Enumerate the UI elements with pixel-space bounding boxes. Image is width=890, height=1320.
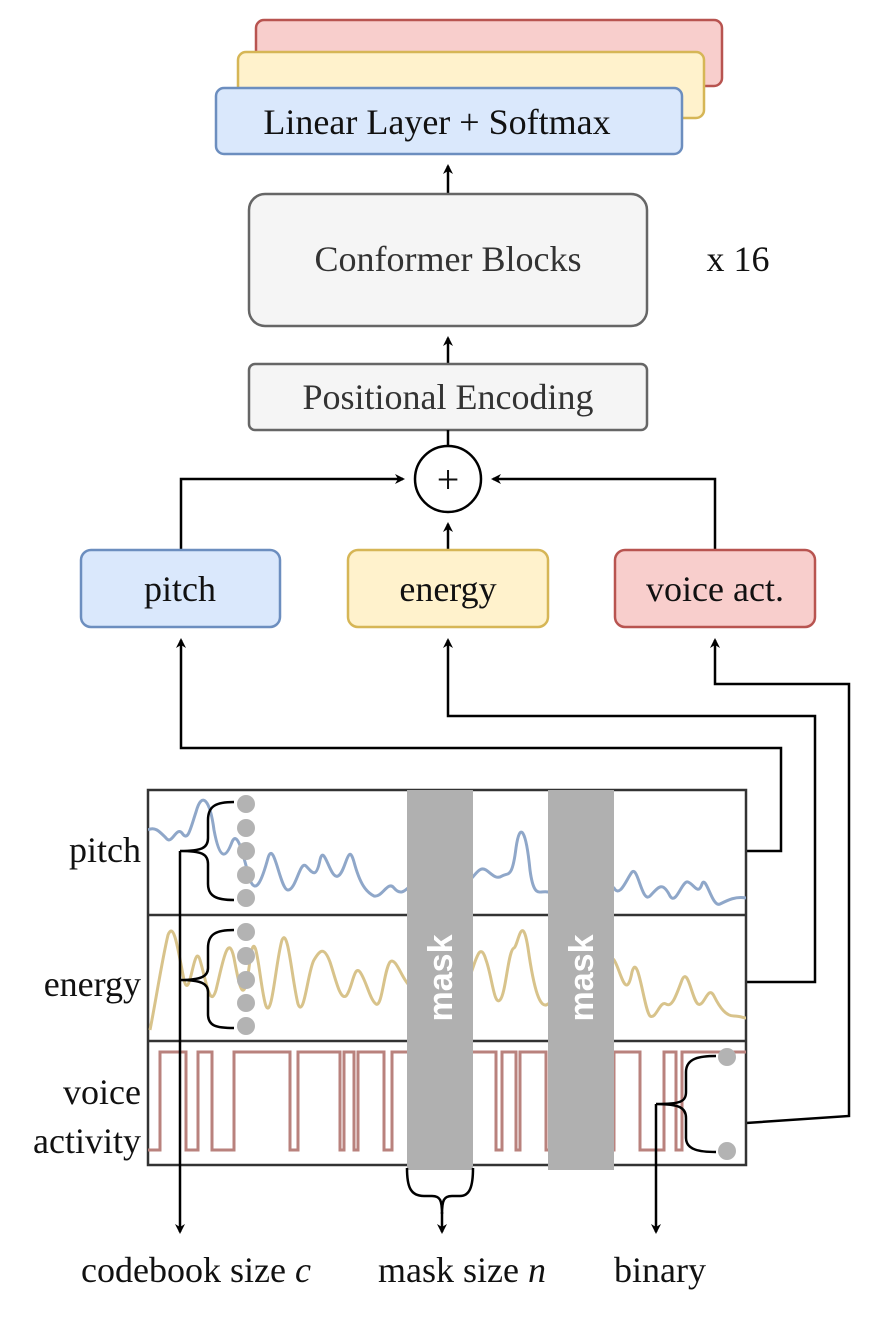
route-voice <box>710 638 851 1125</box>
conformer-label: Conformer Blocks <box>315 239 582 279</box>
row-label-voice-1: voice <box>63 1072 141 1112</box>
arrow-pitch-to-sum <box>179 474 405 550</box>
repeat-label: x 16 <box>707 239 770 279</box>
mask-bar-1 <box>407 790 473 1170</box>
mask-bar-2 <box>548 790 614 1170</box>
sum-symbol: + <box>437 457 460 502</box>
codebook-size-label: codebook size c <box>81 1250 311 1290</box>
voice-box-label: voice act. <box>646 569 784 609</box>
output-label: Linear Layer + Softmax <box>263 102 610 142</box>
pitch-codebook-dots <box>237 795 255 907</box>
voice-signal <box>148 1050 746 1152</box>
conformer-box <box>247 192 649 328</box>
pitch-box-label: pitch <box>144 569 216 609</box>
mask-size-brace <box>405 1167 475 1215</box>
arrow-voice-to-sum <box>491 474 717 550</box>
signal-panel: mask mask <box>146 788 748 1170</box>
energy-codebook-dots <box>237 923 255 1035</box>
pitch-signal <box>148 798 746 906</box>
route-pitch <box>176 638 783 853</box>
energy-signal <box>148 929 746 1031</box>
mask-label-1: mask <box>422 934 460 1021</box>
binary-label: binary <box>614 1250 706 1290</box>
positional-label: Positional Encoding <box>303 377 594 417</box>
mask-size-label: mask size n <box>378 1250 546 1290</box>
voice-box <box>613 548 817 629</box>
pitch-box <box>79 548 282 629</box>
row-label-energy: energy <box>44 964 141 1004</box>
row-label-voice-2: activity <box>33 1121 141 1161</box>
row-label-pitch: pitch <box>69 830 141 870</box>
output-layer-front <box>214 86 684 156</box>
binary-dots <box>718 1048 736 1160</box>
sum-node <box>413 444 483 514</box>
mask-label-2: mask <box>563 934 601 1021</box>
energy-box-label: energy <box>399 569 496 609</box>
energy-box <box>346 548 550 629</box>
route-energy <box>443 638 817 984</box>
